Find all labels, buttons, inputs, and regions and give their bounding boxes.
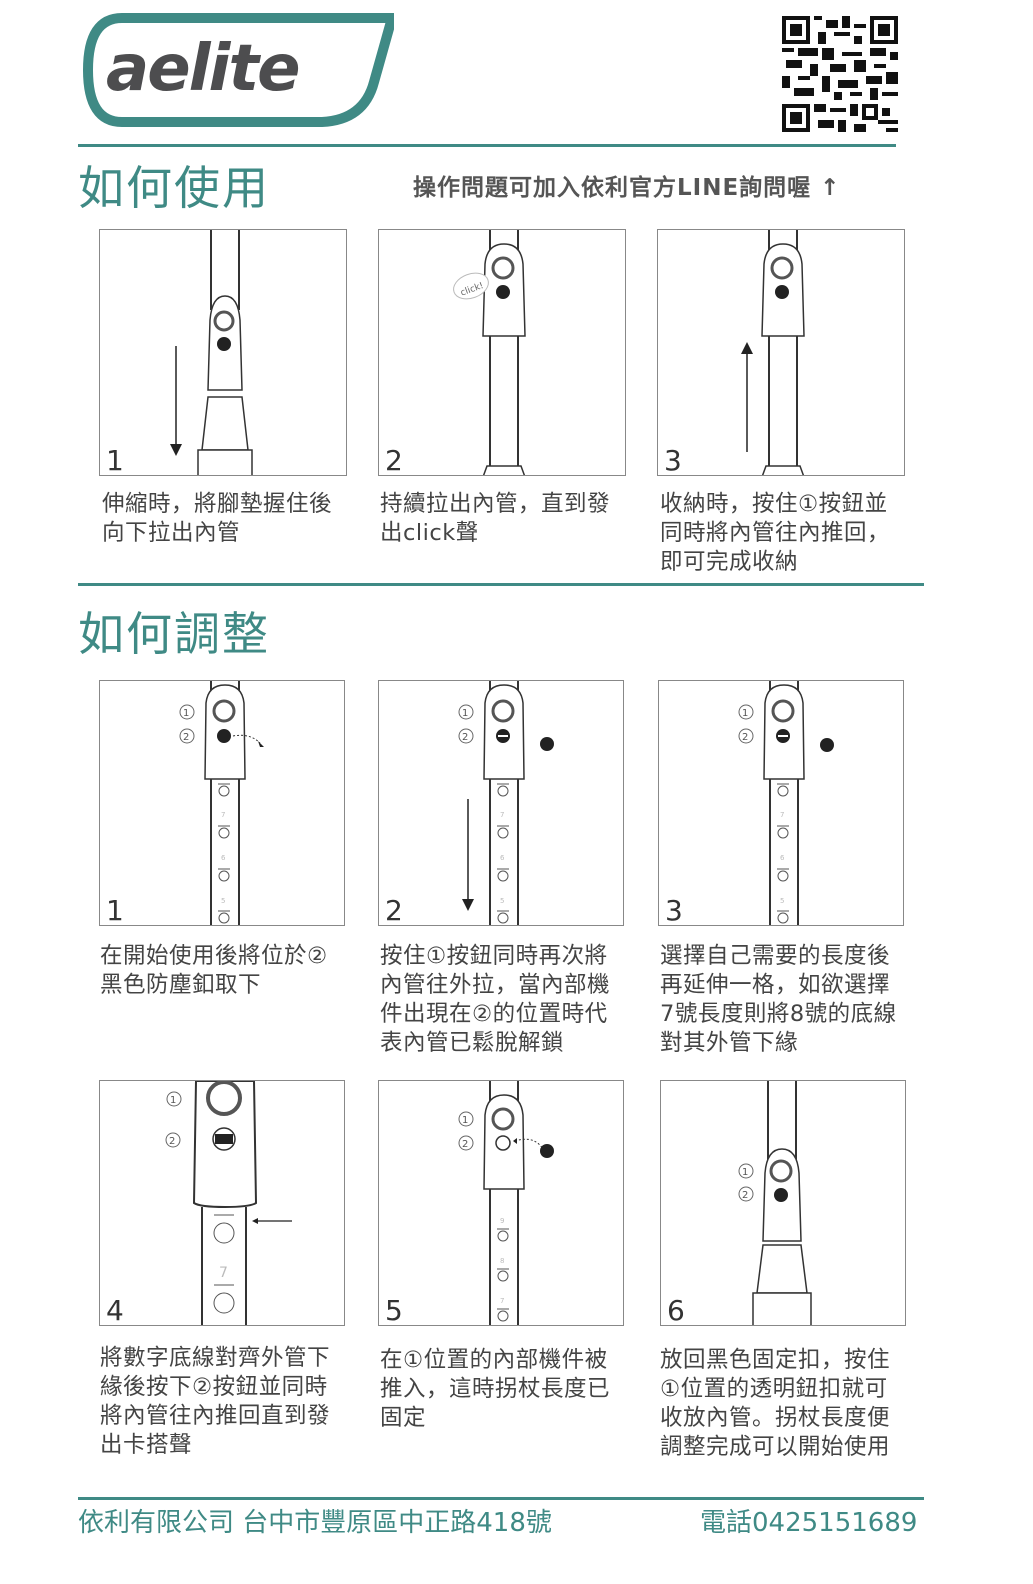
step-number: 3 <box>664 444 682 476</box>
adjust-step-4-diagram: 1 2 7 4 <box>99 1080 345 1326</box>
usage-step-3-caption: 收納時，按住①按鈕並同時將內管往內推回，即可完成收納 <box>660 491 891 575</box>
step-number: 5 <box>385 1294 403 1326</box>
phone-number: 電話0425151689 <box>700 1508 918 1538</box>
adjust-step-2-caption: 按住①按鈕同時再次將內管往外拉，當內部機件出現在②的位置時代表內管已鬆脫解鎖 <box>380 943 611 1056</box>
adjust-step-1-diagram: 1 2 7 6 5 1 <box>99 680 345 926</box>
svg-text:1: 1 <box>183 708 189 719</box>
step-number: 6 <box>667 1294 685 1326</box>
crutch-icon: 1 2 9 8 7 <box>458 1081 554 1325</box>
svg-text:7: 7 <box>500 1297 504 1305</box>
svg-text:5: 5 <box>500 897 504 905</box>
qr-code-icon[interactable] <box>782 16 898 132</box>
section-title-adjust: 如何調整 <box>78 607 270 661</box>
svg-text:1: 1 <box>462 708 468 719</box>
crutch-icon: 1 2 <box>738 1081 812 1325</box>
svg-text:2: 2 <box>169 1136 175 1147</box>
crutch-icon <box>170 230 253 475</box>
svg-text:6: 6 <box>780 854 785 862</box>
adjust-step-3-diagram: 1 2 7 6 5 3 <box>658 680 904 926</box>
step-number: 1 <box>106 894 124 926</box>
svg-text:1: 1 <box>170 1095 176 1106</box>
adjust-step-2-diagram: 1 2 7 6 5 2 <box>378 680 624 926</box>
crutch-icon: click! <box>453 230 526 475</box>
usage-step-2-caption: 持續拉出內管，直到發出click聲 <box>380 491 611 546</box>
section-divider <box>78 583 924 586</box>
crutch-icon: 1 2 7 6 5 <box>458 681 554 925</box>
svg-text:2: 2 <box>742 732 748 743</box>
svg-text:2: 2 <box>462 1139 468 1150</box>
crutch-icon: 1 2 7 6 5 <box>179 681 264 925</box>
adjust-step-5-caption: 在①位置的內部機件被推入，這時拐杖長度已固定 <box>380 1347 611 1431</box>
svg-text:5: 5 <box>221 897 225 905</box>
step-number: 2 <box>385 444 403 476</box>
adjust-step-5-diagram: 1 2 9 8 7 5 <box>378 1080 624 1326</box>
footer-divider <box>78 1497 924 1500</box>
usage-step-1-caption: 伸縮時，將腳墊握住後向下拉出內管 <box>102 491 333 546</box>
usage-step-2-diagram: click! 2 <box>378 229 626 476</box>
crutch-icon: 1 2 7 <box>165 1081 292 1325</box>
adjust-step-6-diagram: 1 2 6 <box>660 1080 906 1326</box>
header-divider <box>78 144 896 147</box>
svg-text:1: 1 <box>462 1115 468 1126</box>
svg-text:2: 2 <box>462 732 468 743</box>
step-number: 2 <box>385 894 403 926</box>
company-address: 依利有限公司 台中市豐原區中正路418號 <box>78 1508 552 1538</box>
logo-text: aelite <box>106 32 300 106</box>
svg-text:2: 2 <box>742 1190 748 1201</box>
svg-text:6: 6 <box>500 854 505 862</box>
svg-text:1: 1 <box>742 1167 748 1178</box>
aelite-logo: aelite <box>82 12 399 128</box>
crutch-icon: 1 2 7 6 5 <box>738 681 834 925</box>
usage-step-1-diagram: 1 <box>99 229 347 476</box>
svg-text:1: 1 <box>742 708 748 719</box>
step-number: 1 <box>106 444 124 476</box>
svg-text:6: 6 <box>221 854 226 862</box>
svg-text:9: 9 <box>500 1217 504 1225</box>
section-title-usage: 如何使用 <box>78 161 270 215</box>
usage-step-3-diagram: 3 <box>657 229 905 476</box>
step-number: 3 <box>665 894 683 926</box>
svg-text:7: 7 <box>500 811 504 819</box>
svg-text:5: 5 <box>780 897 784 905</box>
crutch-icon <box>741 230 805 475</box>
svg-text:8: 8 <box>500 1257 504 1265</box>
svg-text:7: 7 <box>219 1265 228 1281</box>
step-number: 4 <box>106 1294 124 1326</box>
svg-text:7: 7 <box>780 811 784 819</box>
adjust-step-4-caption: 將數字底線對齊外管下緣後按下②按鈕並同時將內管往內推回直到發出卡搭聲 <box>100 1345 331 1458</box>
line-contact-note: 操作問題可加入依利官方LINE詢問喔 ↑ <box>413 175 841 201</box>
svg-text:2: 2 <box>183 732 189 743</box>
svg-text:7: 7 <box>221 811 225 819</box>
